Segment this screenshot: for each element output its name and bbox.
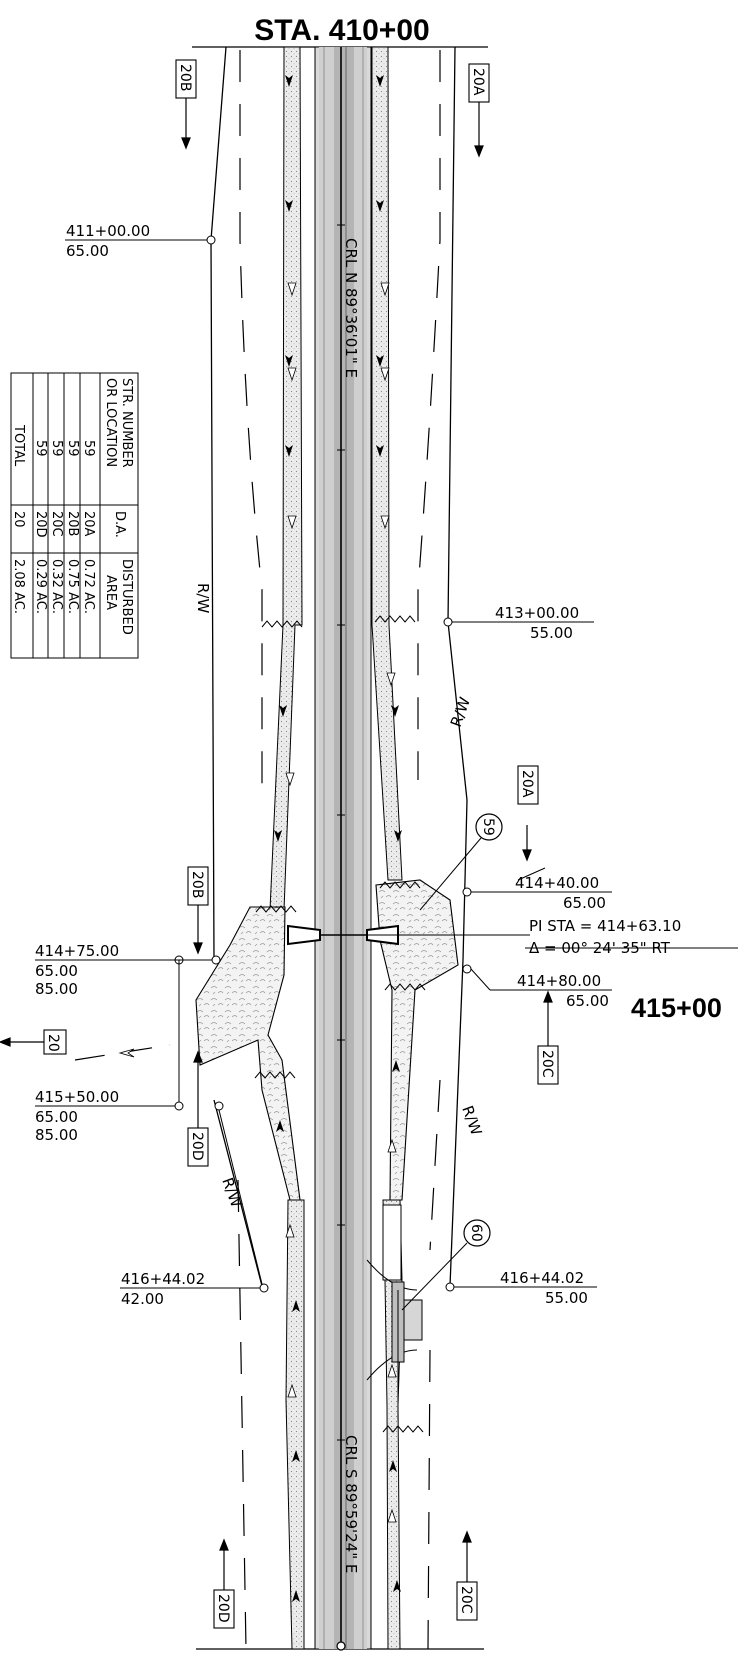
table-header-str-line2: OR LOCATION: [103, 378, 118, 467]
table-row-4-str: 59: [33, 440, 48, 457]
callout-41440-station: 414+40.00: [515, 874, 599, 892]
rw-label-left-upper: R/W: [194, 583, 212, 613]
section-tag-20A-top-box: [468, 63, 490, 103]
section-tag-20-box: [43, 1029, 67, 1055]
section-tag-20B-mid-box: [187, 866, 209, 906]
callout-411-station: 411+00.00: [66, 222, 150, 240]
callout-413-station: 413+00.00: [495, 604, 579, 622]
table-header-str-line1: STR. NUMBER: [119, 378, 134, 468]
callout-41644-right-station: 416+44.02: [500, 1269, 584, 1287]
table-row-3-str: 59: [49, 440, 64, 457]
callout-41550-offset2: 85.00: [35, 1126, 78, 1144]
rw-label-left-lower: R/W: [218, 1175, 245, 1210]
section-tag-20A-mid-box: [517, 765, 539, 805]
callout-41475-offset1: 65.00: [35, 962, 78, 980]
section-tag-20B-top-box: [175, 59, 197, 99]
section-tag-20A-top: 20A: [470, 68, 486, 96]
callout-41644-left-offset: 42.00: [121, 1290, 164, 1308]
callout-41644-right-offset: 55.00: [545, 1289, 588, 1307]
table-row-2-da: 20B: [65, 511, 80, 536]
callout-41480-offset: 65.00: [566, 992, 609, 1010]
station-callout-leaders: [35, 235, 738, 1293]
table-row-1-str: 59: [81, 440, 96, 457]
check-dams: [254, 615, 426, 1433]
table-row-2-area: 0.75 AC.: [65, 559, 80, 614]
callout-41480-station: 414+80.00: [517, 972, 601, 990]
structure-60-marker: [463, 1219, 491, 1247]
callout-41644-left-station: 416+44.02: [121, 1270, 205, 1288]
section-tag-20D-bot-box: [213, 1589, 235, 1629]
right-ditch-upper: [371, 46, 403, 881]
rw-label-right-upper: R/W: [447, 695, 474, 730]
table-total-area: 2.08 AC.: [11, 559, 26, 614]
section-tag-20D-mid: 20D: [189, 1132, 205, 1161]
centerline-north-label: CRL N 89°36'01" E: [342, 238, 360, 378]
callout-41550-station: 415+50.00: [35, 1088, 119, 1106]
callout-41475-offset2: 85.00: [35, 980, 78, 998]
callout-41475-station: 414+75.00: [35, 942, 119, 960]
section-tag-20C-bot: 20C: [458, 1586, 474, 1614]
section-tag-20C-mid-box: [537, 1045, 559, 1085]
table-row-1-da: 20A: [81, 511, 96, 537]
table-row-3-da: 20C: [49, 511, 64, 537]
rw-label-right-lower: R/W: [458, 1103, 485, 1138]
section-tag-20A-mid: 20A: [519, 770, 535, 798]
section-tag-20D-mid-box: [187, 1127, 209, 1167]
table-total-label: TOTAL: [11, 424, 26, 467]
structure-59-marker: [475, 813, 503, 841]
table-row-1-area: 0.72 AC.: [81, 559, 96, 614]
section-tag-20C-bot-box: [456, 1581, 478, 1621]
table-header-area-line2: AREA: [103, 575, 118, 610]
flow-arrows: [274, 75, 402, 1602]
disturbed-area-table: [10, 372, 139, 659]
table-row-2-str: 59: [65, 440, 80, 457]
structure-59-label: 59: [480, 818, 496, 836]
structure-60-label: 60: [468, 1224, 484, 1242]
left-ditch-upper: [269, 46, 303, 911]
sheet-title: STA. 410+00: [254, 14, 429, 47]
table-row-3-area: 0.32 AC.: [49, 559, 64, 614]
section-tag-20B-mid: 20B: [189, 871, 205, 898]
section-tag-20D-bot: 20D: [215, 1594, 231, 1623]
drainage-pipe-box: [382, 1204, 402, 1281]
section-arrows: [0, 95, 553, 1590]
table-header-da: D.A.: [112, 511, 127, 538]
delta-angle-label: Δ = 00° 24' 35" RT: [529, 939, 671, 957]
roadway-pavement: [314, 46, 372, 1651]
table-row-4-area: 0.29 AC.: [33, 559, 48, 614]
culvert-60: [366, 1259, 423, 1420]
table-header-area-line1: DISTURBED: [119, 559, 134, 635]
table-total-da: 20: [11, 511, 26, 528]
station-label-415: 415+00: [631, 993, 722, 1023]
pi-station-label: PI STA = 414+63.10: [529, 917, 681, 935]
dashed-edge-lines: [74, 50, 441, 1650]
table-row-4-da: 20D: [33, 511, 48, 538]
callout-41440-offset: 65.00: [563, 894, 606, 912]
section-tag-20C-mid: 20C: [539, 1050, 555, 1078]
section-tag-20: 20: [45, 1034, 61, 1052]
section-tag-20B-top: 20B: [177, 64, 193, 91]
callout-413-offset: 55.00: [530, 624, 573, 642]
callout-41550-offset1: 65.00: [35, 1108, 78, 1126]
centerline-south-label: CRL S 89°59'24" E: [342, 1435, 360, 1573]
left-ditch-lower: [285, 1199, 305, 1650]
right-riprap-basin: [375, 879, 459, 1201]
callout-411-offset: 65.00: [66, 242, 109, 260]
